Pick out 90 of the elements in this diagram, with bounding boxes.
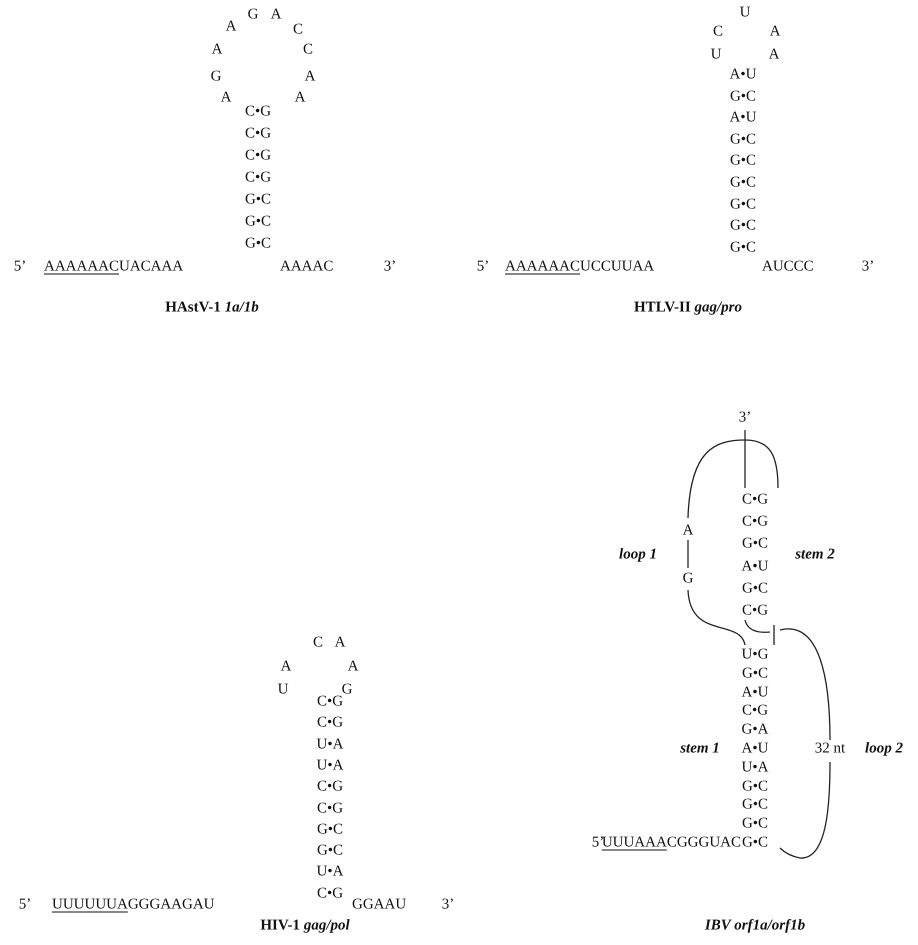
structure-caption: HAstV-1 1a/1b [165, 300, 259, 316]
nucleotide: A [220, 90, 232, 106]
nucleotide: G [248, 8, 258, 22]
nucleotide: A [280, 660, 292, 674]
strand-end-label: 5’ [592, 836, 604, 850]
nucleotide: U [710, 48, 722, 62]
base-pair: A•U [730, 110, 756, 126]
nucleotide: A [768, 48, 780, 62]
base-pair: C•G [316, 886, 344, 902]
base-pair: C•G [316, 780, 344, 795]
base-pair: C•G [244, 126, 272, 142]
sequence-text: AUCCC [762, 260, 814, 274]
base-pair: C•G [742, 514, 768, 530]
nucleotide: C [713, 24, 723, 40]
base-pair: G•C [742, 798, 768, 813]
base-pair: A•U [742, 742, 768, 756]
strand-end-label: 3’ [384, 260, 396, 274]
region-label: stem 2 [795, 548, 835, 562]
nucleotide: C [313, 636, 323, 650]
base-pair: C•G [316, 801, 344, 816]
base-pair: G•C [742, 836, 768, 850]
nucleotide: A [348, 660, 358, 674]
base-pair: G•C [742, 816, 768, 832]
base-pair: C•G [316, 716, 344, 731]
nucleotide: A [294, 90, 306, 106]
base-pair: C•G [742, 492, 768, 508]
base-pair: G•A [742, 722, 768, 738]
base-pair: G•C [244, 214, 272, 230]
base-pair: C•G [244, 104, 272, 120]
base-pair: U•G [742, 648, 768, 662]
base-pair: C•G [742, 604, 768, 618]
structure-caption: IBV orf1a/orf1b [704, 918, 806, 934]
base-pair: G•C [730, 132, 756, 148]
sequence-text: AAAAC [280, 260, 334, 274]
base-pair: C•G [316, 694, 344, 710]
nucleotide: U [278, 682, 288, 698]
sequence-text: UUUUUUAGGGAAGAU [52, 898, 214, 912]
base-pair: G•C [730, 240, 756, 256]
sequence-text: GGAAU [352, 898, 406, 912]
nucleotide: A [226, 20, 236, 34]
base-pair: G•C [742, 581, 768, 596]
nucleotide: C [303, 42, 313, 58]
base-pair: U•A [742, 760, 768, 776]
strand-end-label: 3’ [442, 898, 454, 912]
strand-end-label: 5’ [18, 898, 32, 912]
base-pair: C•G [244, 170, 272, 186]
base-pair: U•A [316, 864, 344, 880]
base-pair: G•C [316, 844, 344, 859]
base-pair: G•C [742, 536, 768, 552]
sequence-text: AAAAAACUACAAA [44, 260, 184, 274]
base-pair: G•C [730, 197, 756, 212]
strand-end-label: 5’ [476, 260, 490, 274]
base-pair: C•G [742, 704, 768, 719]
base-pair: A•U [742, 559, 768, 574]
nucleotide: G [342, 682, 352, 698]
base-pair: G•C [244, 236, 272, 252]
base-pair: G•C [730, 218, 756, 234]
base-pair: G•C [730, 154, 756, 169]
nucleotide: A [770, 24, 780, 40]
region-label: loop 2 [865, 742, 903, 756]
nucleotide: A [334, 636, 346, 650]
nucleotide: A [304, 70, 316, 84]
nucleotide: A [270, 8, 282, 22]
base-pair: G•C [730, 176, 756, 190]
base-pair: U•A [316, 737, 344, 752]
structure-caption: HIV-1 gag/pol [260, 918, 350, 934]
sequence-text: UUUAAACGGGUAC [602, 836, 741, 850]
base-pair: A•U [730, 68, 756, 82]
base-pair: A•U [742, 685, 768, 700]
nucleotide: C [293, 22, 303, 38]
base-pair: C•G [244, 148, 272, 164]
nucleotide: U [740, 6, 750, 20]
base-pair: G•C [316, 822, 344, 838]
strand-end-label: 3’ [862, 260, 874, 274]
region-label: stem 1 [680, 742, 720, 756]
structure-caption: HTLV-II gag/pro [634, 300, 742, 316]
nucleotide: G [210, 70, 222, 84]
strand-end-label: 5’ [14, 260, 26, 274]
sequence-text: AAAAAACUCCUUAA [505, 260, 654, 274]
region-label: loop 1 [619, 548, 657, 562]
base-pair: G•C [244, 192, 272, 208]
base-pair: G•C [730, 89, 756, 104]
base-pair: G•C [742, 666, 768, 682]
nucleotide: A [682, 524, 694, 538]
nucleotide-count: 32 nt [814, 742, 846, 756]
nucleotide: G [682, 572, 694, 586]
nucleotide: A [212, 42, 222, 58]
base-pair: G•C [742, 779, 768, 794]
base-pair: U•A [316, 758, 344, 774]
strand-end-label: 3’ [738, 410, 752, 426]
